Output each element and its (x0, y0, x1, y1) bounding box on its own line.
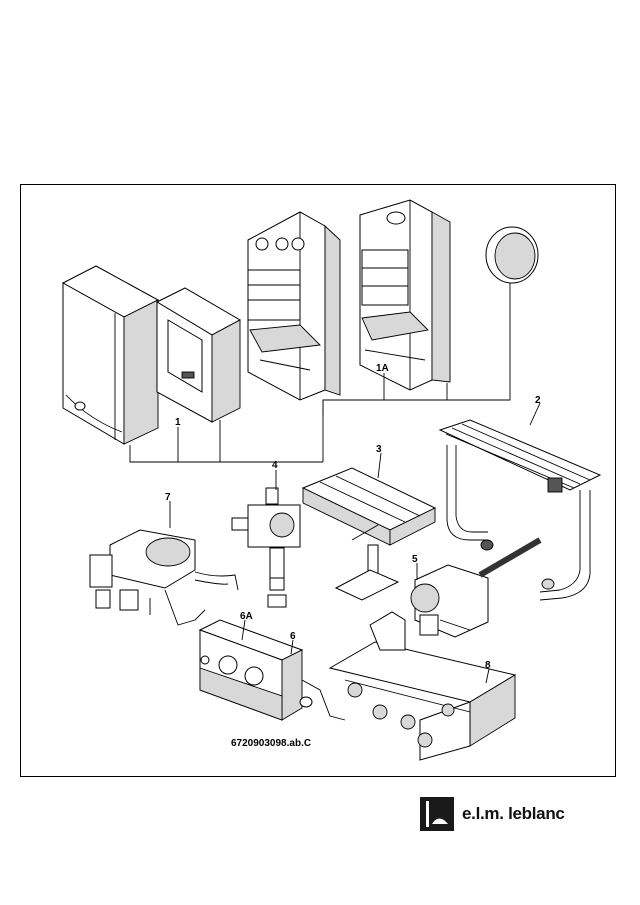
hydraulic-block (89, 529, 239, 626)
callout-3: 3 (376, 444, 382, 455)
diagram-frame (20, 184, 616, 777)
burner (301, 467, 437, 601)
document-reference: 6720903098.ab.C (231, 738, 311, 749)
control-panel (198, 619, 346, 721)
heat-exchanger (438, 419, 602, 601)
elm-leblanc-logo-icon (420, 797, 454, 831)
front-casing-panel (61, 265, 160, 445)
callout-leader-8 (485, 668, 490, 684)
callout-5: 5 (412, 554, 418, 565)
callout-6: 6 (290, 631, 296, 642)
pump-assembly (410, 537, 542, 638)
brand-logo: e.l.m. leblanc (420, 797, 565, 831)
callout-leader-3 (377, 452, 382, 479)
gas-valve (231, 487, 301, 608)
callout-leader-6a (241, 619, 246, 641)
callout-leader-2 (529, 402, 541, 426)
callout-2: 2 (535, 395, 541, 406)
base-frame (328, 611, 517, 761)
callout-leaders-1 (129, 290, 511, 463)
callout-7: 7 (165, 492, 171, 503)
brand-name: e.l.m. leblanc (462, 804, 565, 823)
callout-4: 4 (272, 460, 278, 471)
callout-8: 8 (485, 660, 491, 671)
callout-1: 1 (175, 417, 181, 428)
inner-panel (155, 287, 242, 423)
heater-chassis-variant-1a (359, 199, 451, 391)
callout-6a: 6A (240, 611, 253, 622)
callout-1a: 1A (376, 363, 389, 374)
callout-leader-6 (290, 639, 294, 655)
expansion-vessel (485, 226, 539, 290)
heater-chassis-assembly (247, 211, 341, 401)
